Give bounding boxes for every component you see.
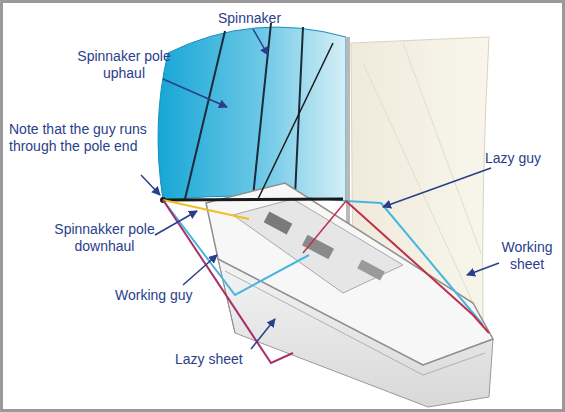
hatch bbox=[357, 259, 385, 280]
part-name: Working guy bbox=[115, 287, 215, 304]
cabin-top bbox=[233, 199, 403, 293]
working-guy-line bbox=[163, 200, 309, 295]
leader-arrow bbox=[155, 211, 197, 235]
working-sheet-line bbox=[346, 201, 489, 333]
leader-arrow bbox=[383, 168, 491, 207]
working-sheet-line bbox=[303, 201, 346, 253]
leader-arrow bbox=[467, 263, 499, 275]
spinnaker-seam bbox=[185, 31, 225, 199]
spinnaker-seam bbox=[253, 23, 271, 197]
sail-name: Spinnaker bbox=[218, 10, 308, 27]
part-name: Spinnaker pole uphaul bbox=[65, 48, 183, 82]
spinnaker-sail bbox=[158, 27, 346, 201]
deck bbox=[206, 183, 493, 365]
leader-arrow bbox=[253, 29, 268, 55]
spinnaker-seam bbox=[295, 27, 303, 196]
lazy-sheet-line bbox=[163, 200, 293, 363]
part-name: Lazy guy bbox=[485, 150, 560, 167]
hatch bbox=[264, 212, 293, 235]
note-text: Note that the guy runs through the pole … bbox=[9, 121, 154, 155]
leader-arrow bbox=[163, 79, 227, 107]
leader-arrow bbox=[141, 175, 160, 195]
leader-arrow bbox=[251, 319, 275, 349]
leader-arrow bbox=[183, 255, 217, 285]
uphaul-line bbox=[258, 43, 333, 199]
spinnaker-pole bbox=[163, 199, 343, 200]
part-name: Working sheet bbox=[497, 239, 557, 273]
guardrail bbox=[225, 271, 485, 375]
part-name: Lazy sheet bbox=[175, 351, 275, 368]
part-name: Spinnakker pole downhaul bbox=[47, 221, 162, 255]
sail-seam bbox=[403, 43, 481, 253]
